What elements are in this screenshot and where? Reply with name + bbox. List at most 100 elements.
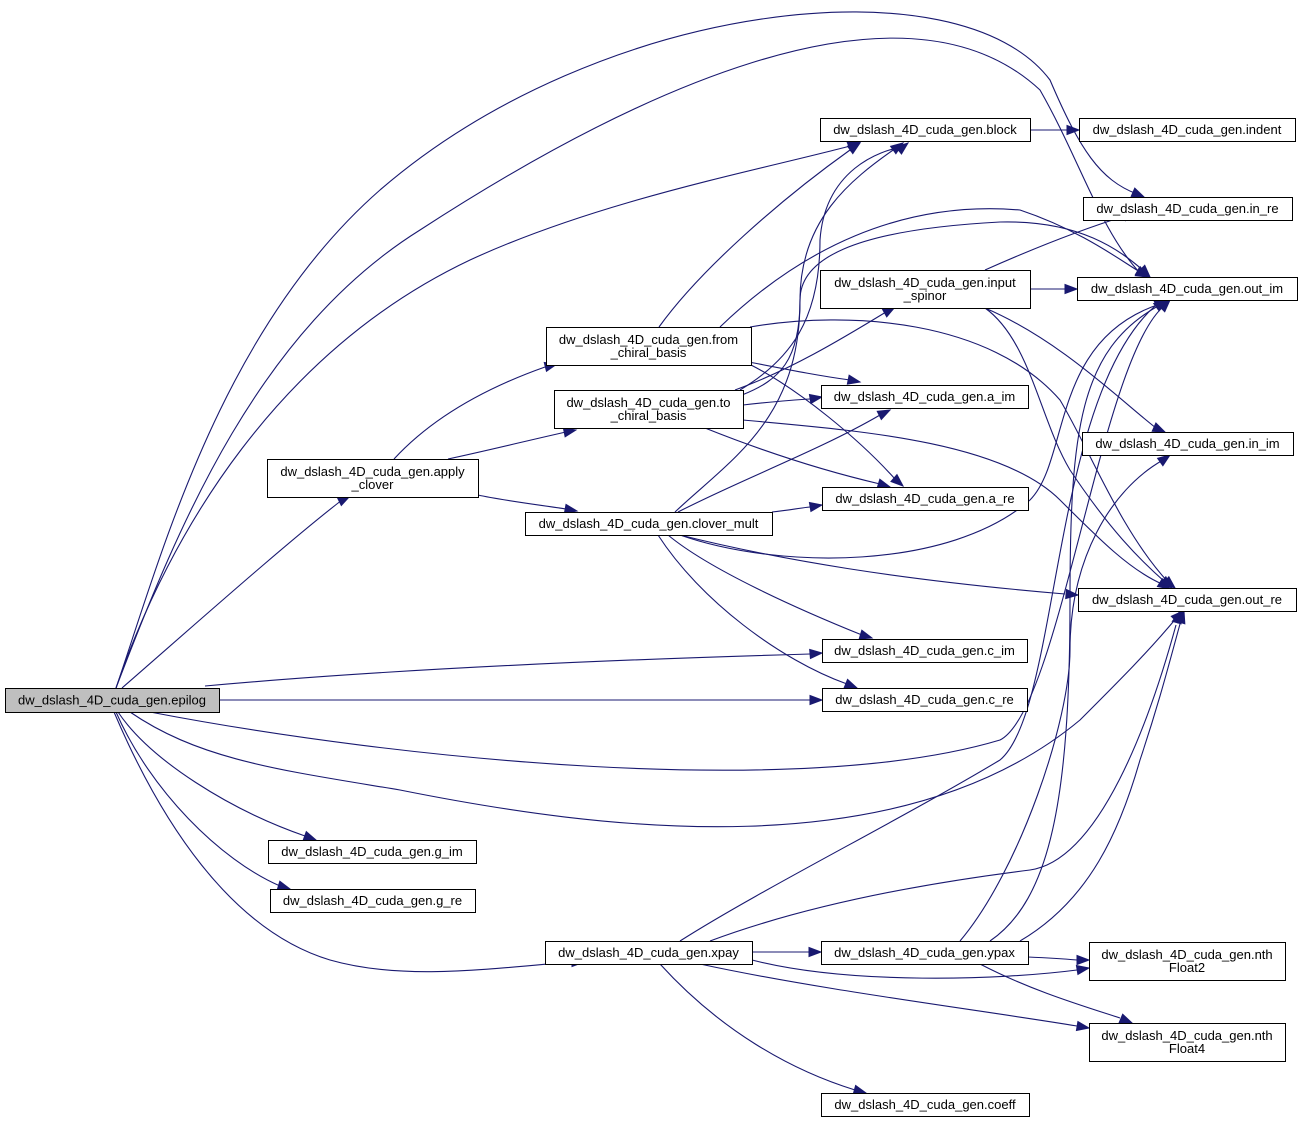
node-box[interactable]: [820, 270, 1031, 309]
edge-line: [117, 711, 306, 837]
node-label: dw_dslash_4D_cuda_gen.clover_mult: [539, 516, 759, 531]
edge-line: [477, 494, 567, 510]
node-ypax[interactable]: dw_dslash_4D_cuda_gen.ypax: [821, 941, 1029, 965]
edge-line: [984, 215, 1126, 271]
node-label: Float4: [1169, 1041, 1205, 1056]
edge-line: [719, 208, 1141, 328]
node-box[interactable]: [821, 941, 1029, 965]
node-g_im[interactable]: dw_dslash_4D_cuda_gen.g_im: [268, 840, 477, 864]
node-label: dw_dslash_4D_cuda_gen.out_im: [1091, 281, 1283, 296]
node-apply[interactable]: dw_dslash_4D_cuda_gen.apply_clover: [267, 459, 479, 498]
edge-line: [749, 319, 1169, 583]
edge-line: [742, 398, 811, 406]
edge-to-to-a_im: [742, 393, 824, 406]
node-label: dw_dslash_4D_cuda_gen.g_im: [281, 844, 462, 859]
node-in_im[interactable]: dw_dslash_4D_cuda_gen.in_im: [1082, 432, 1294, 456]
node-label: Float2: [1169, 960, 1205, 975]
edge-clover-to-out_re: [679, 534, 1080, 600]
edges-layer: [113, 11, 1186, 1095]
node-box[interactable]: [268, 840, 477, 864]
edge-line: [204, 653, 811, 687]
edge-arrowhead: [876, 478, 892, 489]
node-coeff[interactable]: dw_dslash_4D_cuda_gen.coeff: [821, 1093, 1030, 1117]
node-xpay[interactable]: dw_dslash_4D_cuda_gen.xpay: [545, 941, 753, 965]
edge-epilog-to-g_im: [117, 711, 318, 841]
node-box[interactable]: [822, 688, 1028, 712]
edge-arrowhead: [809, 648, 824, 660]
node-c_re[interactable]: dw_dslash_4D_cuda_gen.c_re: [822, 688, 1028, 712]
node-box[interactable]: [1078, 588, 1297, 612]
edge-line: [984, 307, 1157, 429]
node-indent[interactable]: dw_dslash_4D_cuda_gen.indent: [1079, 118, 1296, 142]
edge-epilog-to-c_re: [219, 694, 824, 706]
edge-arrowhead: [1152, 299, 1168, 312]
edge-xpay-to-nthF4: [699, 963, 1091, 1032]
node-label: dw_dslash_4D_cuda_gen.to: [566, 395, 730, 410]
node-clover[interactable]: dw_dslash_4D_cuda_gen.clover_mult: [525, 512, 773, 536]
edge-line: [658, 149, 851, 328]
node-box[interactable]: [267, 459, 479, 498]
edge-arrowhead: [808, 501, 824, 513]
node-box[interactable]: [546, 327, 752, 366]
node-a_re[interactable]: dw_dslash_4D_cuda_gen.a_re: [822, 487, 1029, 511]
edge-arrowhead: [276, 880, 292, 891]
node-box[interactable]: [1089, 942, 1286, 981]
edge-line: [115, 37, 1141, 689]
node-box[interactable]: [270, 889, 476, 913]
edge-line: [447, 431, 567, 460]
edge-line: [751, 959, 1078, 979]
edge-from-to-a_re: [750, 364, 905, 487]
node-a_im[interactable]: dw_dslash_4D_cuda_gen.a_im: [821, 385, 1029, 409]
edge-line: [149, 305, 1165, 771]
node-in_re[interactable]: dw_dslash_4D_cuda_gen.in_re: [1083, 197, 1293, 221]
edge-line: [129, 615, 1179, 828]
edge-apply-to-clover: [477, 494, 579, 514]
node-epilog[interactable]: dw_dslash_4D_cuda_gen.epilog: [5, 688, 220, 713]
node-out_im[interactable]: dw_dslash_4D_cuda_gen.out_im: [1077, 277, 1298, 301]
node-box[interactable]: [554, 390, 744, 429]
node-box[interactable]: [1083, 197, 1293, 221]
edge-arrowhead: [1075, 1020, 1091, 1032]
edge-arrowhead: [852, 1084, 868, 1095]
node-out_re[interactable]: dw_dslash_4D_cuda_gen.out_re: [1078, 588, 1297, 612]
node-g_re[interactable]: dw_dslash_4D_cuda_gen.g_re: [270, 889, 476, 913]
node-box[interactable]: [821, 1093, 1030, 1117]
node-box[interactable]: [1077, 277, 1298, 301]
node-box[interactable]: [822, 487, 1029, 511]
edge-line: [979, 963, 1121, 1019]
node-input[interactable]: dw_dslash_4D_cuda_gen.input_spinor: [820, 270, 1031, 309]
node-label: _clover: [351, 477, 395, 492]
edge-xpay-to-ypax: [752, 946, 823, 958]
node-block[interactable]: dw_dslash_4D_cuda_gen.block: [820, 118, 1031, 142]
node-box[interactable]: [1079, 118, 1296, 142]
node-label: dw_dslash_4D_cuda_gen.g_re: [283, 893, 462, 908]
edge-line: [659, 963, 856, 1091]
node-box[interactable]: [545, 941, 753, 965]
node-to[interactable]: dw_dslash_4D_cuda_gen.to_chiral_basis: [554, 390, 744, 429]
node-c_im[interactable]: dw_dslash_4D_cuda_gen.c_im: [822, 639, 1028, 663]
node-label: dw_dslash_4D_cuda_gen.a_re: [835, 491, 1014, 506]
nodes-layer: dw_dslash_4D_cuda_gen.epilog dw_dslash_4D…: [5, 118, 1298, 1117]
node-box[interactable]: [1089, 1023, 1286, 1062]
node-box[interactable]: [820, 118, 1031, 142]
node-box[interactable]: [821, 385, 1029, 409]
edge-ypax-to-nthF2: [1027, 954, 1091, 966]
edge-arrowhead: [1065, 588, 1080, 600]
edge-line: [734, 311, 887, 391]
edge-line: [984, 307, 1166, 583]
edge-to-to-block: [739, 142, 910, 391]
edge-xpay-to-coeff: [659, 963, 868, 1095]
edge-line: [748, 361, 851, 381]
edge-arrowhead: [1075, 964, 1091, 976]
node-box[interactable]: [822, 639, 1028, 663]
node-box[interactable]: [525, 512, 773, 536]
edge-ypax-to-out_im: [989, 299, 1168, 942]
node-box[interactable]: [1082, 432, 1294, 456]
edge-arrowhead: [1130, 187, 1146, 198]
node-from[interactable]: dw_dslash_4D_cuda_gen.from_chiral_basis: [546, 327, 752, 366]
edge-clover-to-c_re: [657, 534, 859, 689]
edge-line: [679, 534, 1066, 595]
node-box[interactable]: [5, 688, 220, 713]
